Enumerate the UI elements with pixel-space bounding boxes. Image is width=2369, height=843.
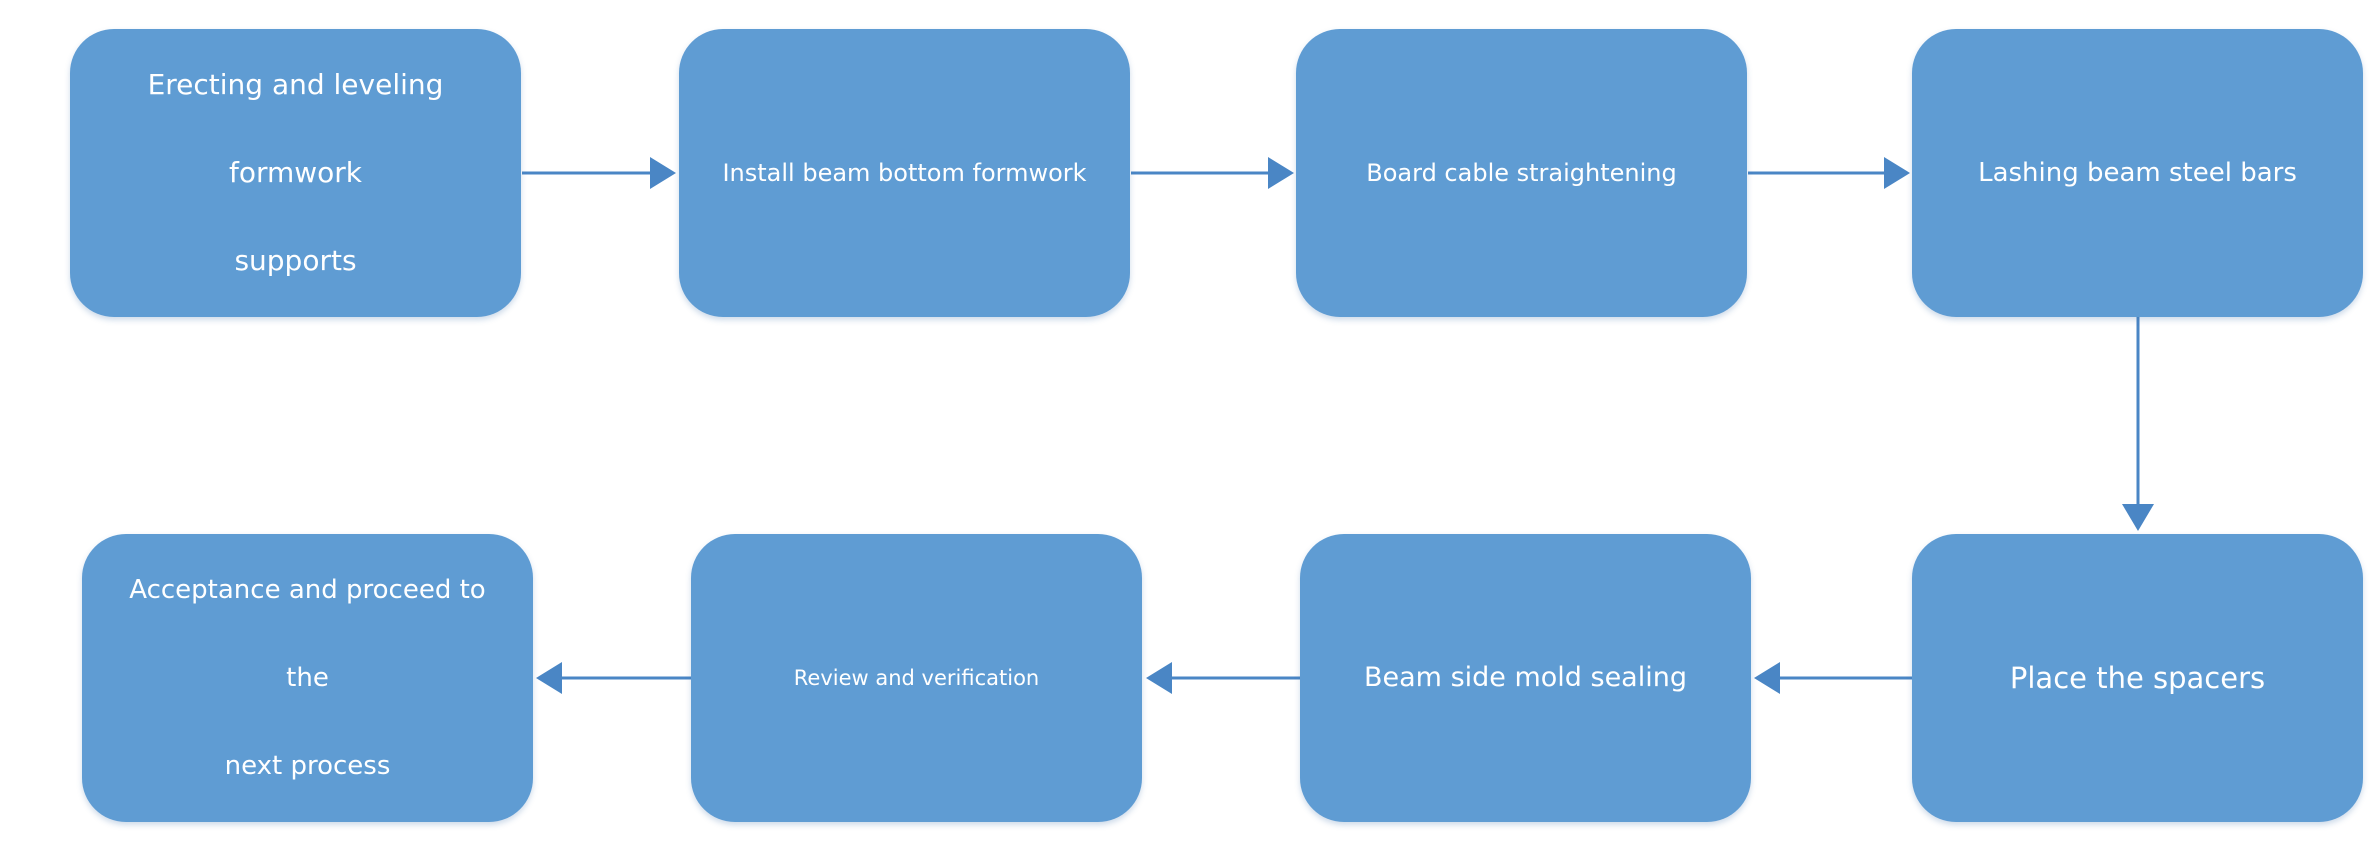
- step-lashing-beam-steel-bars[interactable]: Lashing beam steel bars: [1912, 29, 2363, 317]
- step-install-beam-bottom-formwork[interactable]: Install beam bottom formwork: [679, 29, 1130, 317]
- arrow-step6-to-step7: [1146, 662, 1300, 694]
- step-label: Review and verification: [793, 666, 1040, 690]
- step-review-and-verification[interactable]: Review and verification: [691, 534, 1142, 822]
- arrow-step5-to-step6: [1754, 662, 1912, 694]
- step-beam-side-mold-sealing[interactable]: Beam side mold sealing: [1300, 534, 1751, 822]
- step-label: Install beam bottom formwork: [722, 159, 1087, 187]
- step-label: Beam side mold sealing: [1364, 662, 1687, 693]
- step-erecting-formwork-supports[interactable]: Erecting and leveling formwork supports: [70, 29, 521, 317]
- arrow-step3-to-step4: [1748, 157, 1910, 189]
- arrow-step7-to-step8: [536, 662, 691, 694]
- step-label: Lashing beam steel bars: [1978, 158, 2297, 188]
- step-label: Place the spacers: [2009, 661, 2266, 695]
- step-label: Acceptance and proceed to the next proce…: [129, 575, 486, 781]
- step-label: Erecting and leveling formwork supports: [147, 68, 444, 277]
- arrow-step1-to-step2: [522, 157, 676, 189]
- step-label: Board cable straightening: [1366, 159, 1677, 187]
- step-place-spacers[interactable]: Place the spacers: [1912, 534, 2363, 822]
- step-acceptance-next-process[interactable]: Acceptance and proceed to the next proce…: [82, 534, 533, 822]
- step-board-cable-straightening[interactable]: Board cable straightening: [1296, 29, 1747, 317]
- arrow-step2-to-step3: [1131, 157, 1294, 189]
- arrow-step4-to-step5: [2122, 317, 2154, 531]
